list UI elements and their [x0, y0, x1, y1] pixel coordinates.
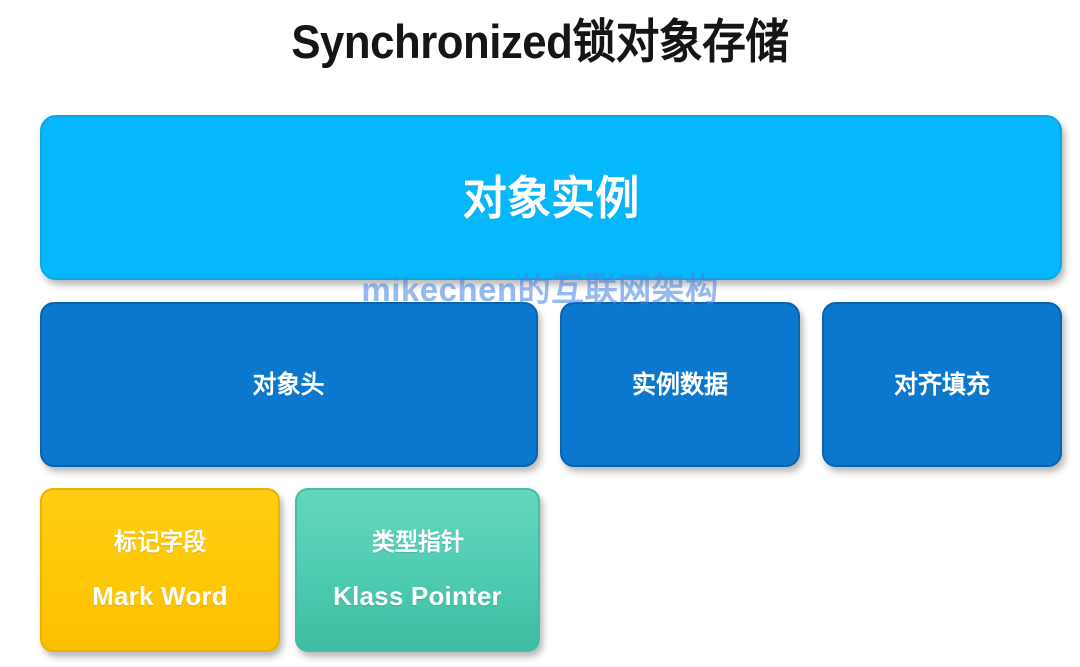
block-klass-pointer-label-en: Klass Pointer [333, 581, 502, 611]
block-alignment-padding-label: 对齐填充 [893, 370, 990, 399]
block-object-instance: 对象实例 [40, 115, 1062, 280]
block-mark-word: 标记字段 Mark Word [40, 488, 280, 652]
block-mark-word-label-en: Mark Word [92, 581, 228, 611]
block-object-header-label: 对象头 [252, 370, 325, 399]
block-instance-data-label: 实例数据 [631, 370, 728, 399]
block-alignment-padding: 对齐填充 [822, 302, 1062, 467]
block-klass-pointer-label-cn: 类型指针 [371, 529, 464, 556]
block-object-header: 对象头 [40, 302, 538, 467]
block-klass-pointer: 类型指针 Klass Pointer [295, 488, 540, 652]
page-title: Synchronized锁对象存储 [291, 15, 789, 68]
block-object-instance-label: 对象实例 [462, 171, 640, 224]
block-mark-word-label-cn: 标记字段 [113, 529, 207, 556]
block-instance-data: 实例数据 [560, 302, 800, 467]
